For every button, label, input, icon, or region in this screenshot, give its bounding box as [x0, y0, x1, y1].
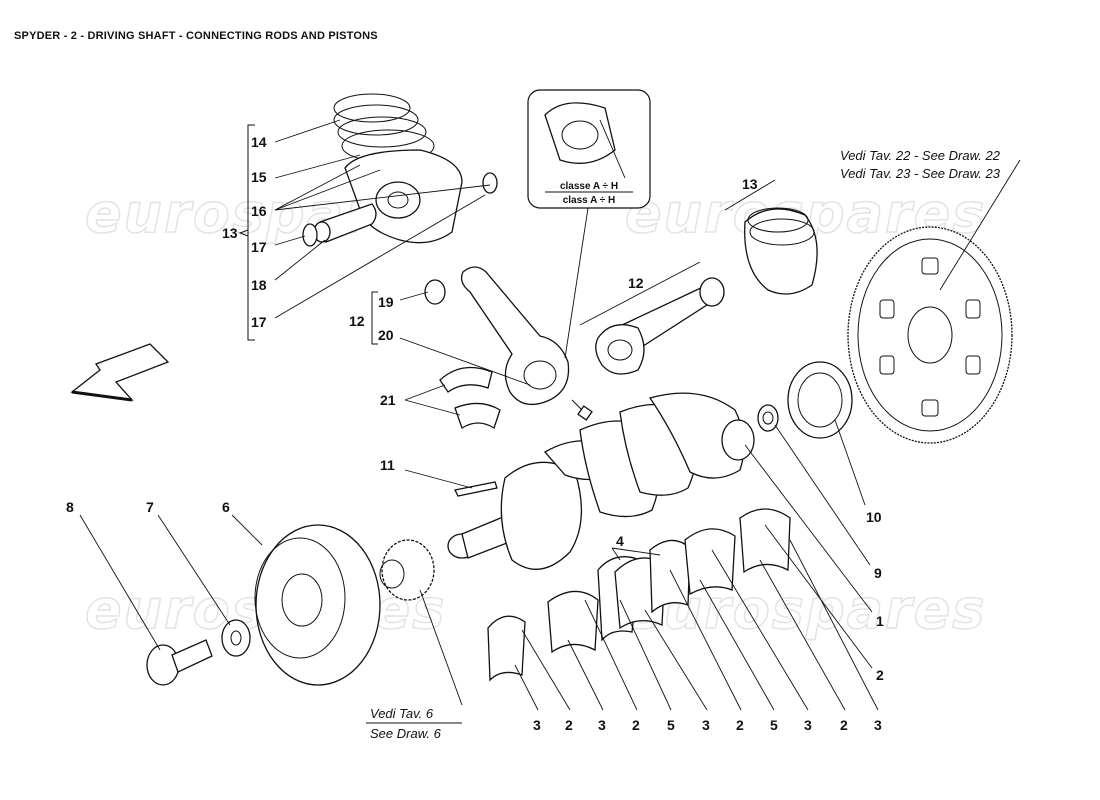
label-2: 2: [736, 717, 744, 733]
label-3: 3: [874, 717, 882, 733]
page-title: SPYDER - 2 - DRIVING SHAFT - CONNECTING …: [14, 30, 378, 42]
reference-draw-23: Vedi Tav. 23 - See Draw. 23: [840, 166, 1001, 181]
label-17: 17: [251, 314, 267, 330]
label-11: 11: [380, 457, 395, 473]
label-3: 3: [598, 717, 606, 733]
label-5: 5: [667, 717, 675, 733]
label-15: 15: [251, 169, 267, 185]
flywheel: [847, 226, 1013, 444]
class-label-en: class A ÷ H: [563, 195, 616, 206]
label-14: 14: [251, 134, 267, 150]
label-12: 12: [628, 275, 644, 291]
crankshaft: [447, 392, 779, 570]
bearing-class-inset: classe A ÷ H class A ÷ H: [527, 89, 651, 359]
bearing-shell-21: [439, 366, 493, 393]
connecting-rod-center: [424, 266, 593, 421]
woodruff-key: [454, 481, 498, 497]
label-3: 3: [533, 717, 541, 733]
reference-draw-6-it: Vedi Tav. 6: [370, 706, 434, 721]
piston-assembly-left: [302, 93, 498, 247]
label-2: 2: [876, 667, 884, 683]
label-16: 16: [251, 203, 267, 219]
label-20: 20: [378, 327, 394, 343]
washer: [221, 619, 251, 657]
label-6: 6: [222, 499, 230, 515]
label-2: 2: [565, 717, 573, 733]
label-18: 18: [251, 277, 267, 293]
label-2: 2: [632, 717, 640, 733]
crankshaft-pulley: [254, 524, 381, 686]
main-bearing-shells: [487, 508, 791, 682]
reference-draw-22: Vedi Tav. 22 - See Draw. 22: [840, 148, 1001, 163]
label-2: 2: [840, 717, 848, 733]
label-8: 8: [66, 499, 74, 515]
label-21: 21: [380, 392, 396, 408]
label-17: 17: [251, 239, 267, 255]
label-13: 13: [742, 176, 758, 192]
class-label-it: classe A ÷ H: [560, 181, 618, 192]
oil-seal: [787, 361, 853, 439]
timing-gear: [379, 539, 435, 601]
label-5: 5: [770, 717, 778, 733]
pulley-bolt: [146, 639, 213, 686]
label-9: 9: [874, 565, 882, 581]
label-13: 13: [222, 225, 238, 241]
label-4: 4: [616, 533, 624, 549]
label-19: 19: [378, 294, 394, 310]
label-7: 7: [146, 499, 154, 515]
label-1: 1: [876, 613, 884, 629]
label-3: 3: [804, 717, 812, 733]
direction-arrow-icon: [70, 343, 170, 402]
piston-assembly-right: [595, 207, 818, 375]
label-3: 3: [702, 717, 710, 733]
reference-draw-6-en: See Draw. 6: [370, 726, 442, 741]
label-12: 12: [349, 313, 365, 329]
bearing-shell-21: [454, 402, 501, 429]
label-10: 10: [866, 509, 882, 525]
